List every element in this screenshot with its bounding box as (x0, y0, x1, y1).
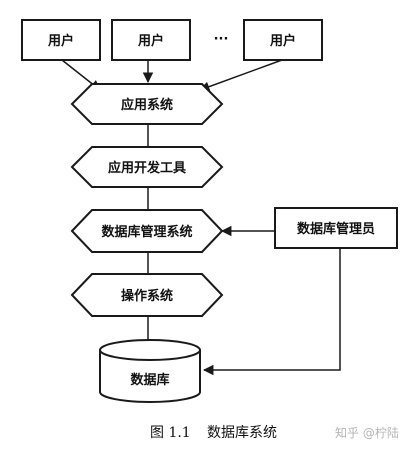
edge-dba-to-db (202, 248, 341, 376)
application-system-label: 应用系统 (121, 97, 173, 113)
dba-box: 数据库管理员 (274, 207, 398, 249)
app-dev-tools-node: 应用开发工具 (70, 146, 224, 188)
dbms-node: 数据库管理系统 (70, 209, 224, 253)
application-system-node: 应用系统 (70, 83, 224, 125)
edge-user3-to-app (199, 59, 283, 92)
figure-title: 数据库系统 (207, 425, 277, 441)
dba-label: 数据库管理员 (297, 221, 375, 237)
operating-system-label: 操作系统 (121, 288, 173, 304)
operating-system-node: 操作系统 (70, 273, 224, 317)
user-box-1: 用户 (21, 19, 101, 61)
app-dev-tools-label: 应用开发工具 (108, 160, 186, 176)
figure-number: 图 1.1 (150, 425, 191, 441)
user-box-2: 用户 (111, 19, 191, 61)
user-box-1-label: 用户 (47, 33, 74, 49)
user-box-3-label: 用户 (269, 33, 296, 49)
database-label: 数据库 (130, 372, 169, 388)
user-box-3: 用户 (243, 19, 323, 61)
user-box-2-label: 用户 (137, 33, 164, 49)
more-users-ellipsis: ··· (214, 32, 229, 47)
database-cylinder: 数据库 (99, 339, 201, 403)
watermark-text: 知乎 @柠陆 (335, 425, 399, 440)
dbms-label: 数据库管理系统 (101, 224, 192, 240)
